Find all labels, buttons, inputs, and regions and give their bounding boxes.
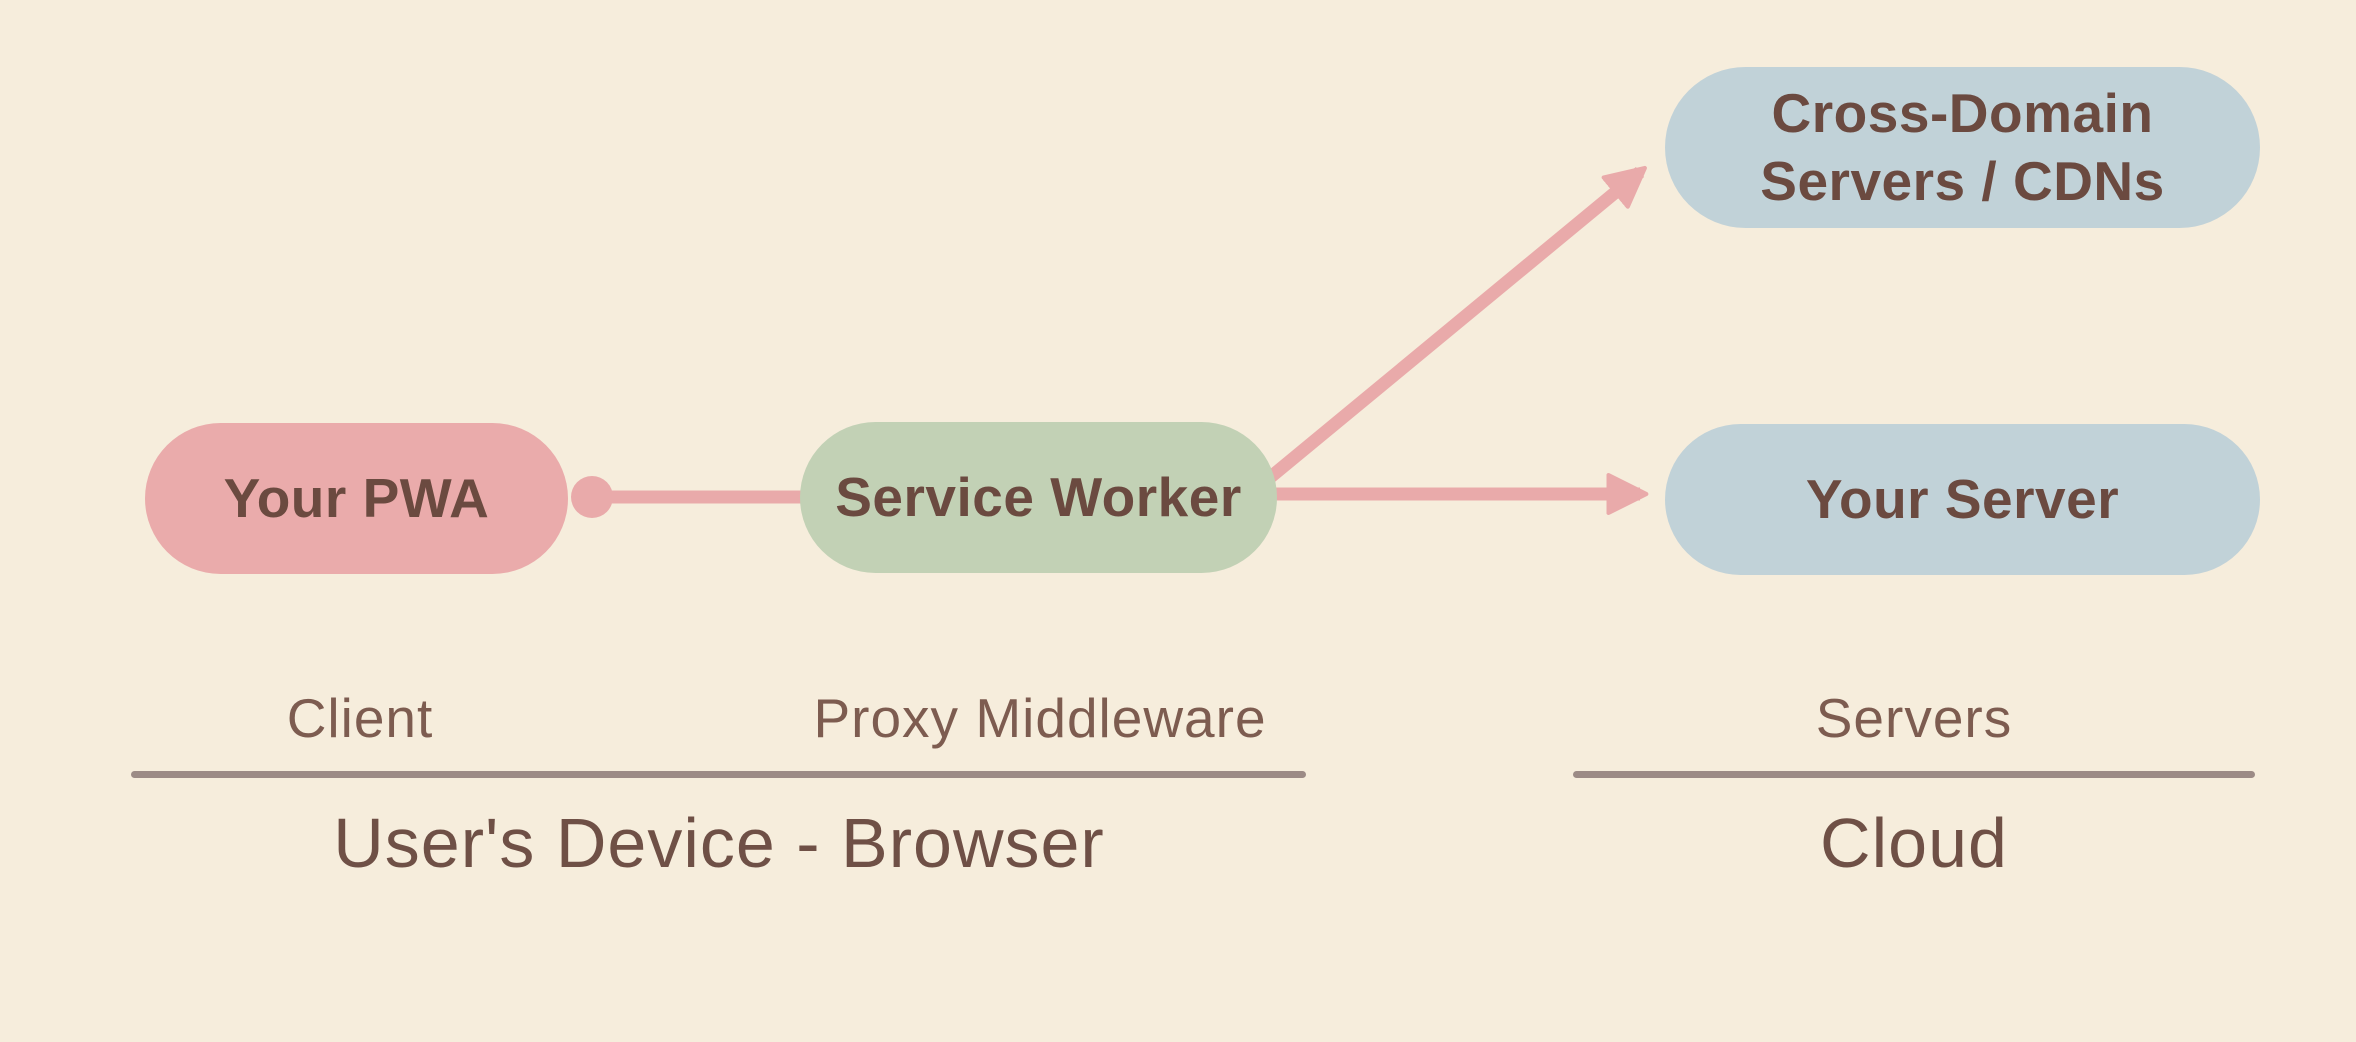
node-cross-domain-label: Cross-Domain Servers / CDNs bbox=[1760, 82, 2165, 212]
node-your-pwa: Your PWA bbox=[145, 423, 568, 574]
node-service-worker-label: Service Worker bbox=[835, 465, 1242, 528]
node-service-worker: Service Worker bbox=[800, 422, 1277, 573]
node-your-server: Your Server bbox=[1665, 424, 2260, 575]
divider-cloud bbox=[1573, 771, 2255, 778]
node-your-pwa-label: Your PWA bbox=[223, 466, 490, 529]
section-title-cloud: Cloud bbox=[1820, 804, 2008, 882]
group-label-servers: Servers bbox=[1815, 687, 2013, 749]
arrow-sw-to-cdn bbox=[1250, 165, 1647, 496]
connector-pwa-to-sw bbox=[571, 476, 802, 518]
group-label-proxy-middleware: Proxy Middleware bbox=[813, 687, 1267, 749]
node-your-server-label: Your Server bbox=[1805, 467, 2120, 530]
node-cross-domain: Cross-Domain Servers / CDNs bbox=[1665, 67, 2260, 228]
divider-users-device bbox=[131, 771, 1306, 778]
section-title-users-device: User's Device - Browser bbox=[333, 804, 1105, 882]
group-label-client: Client bbox=[286, 687, 434, 749]
